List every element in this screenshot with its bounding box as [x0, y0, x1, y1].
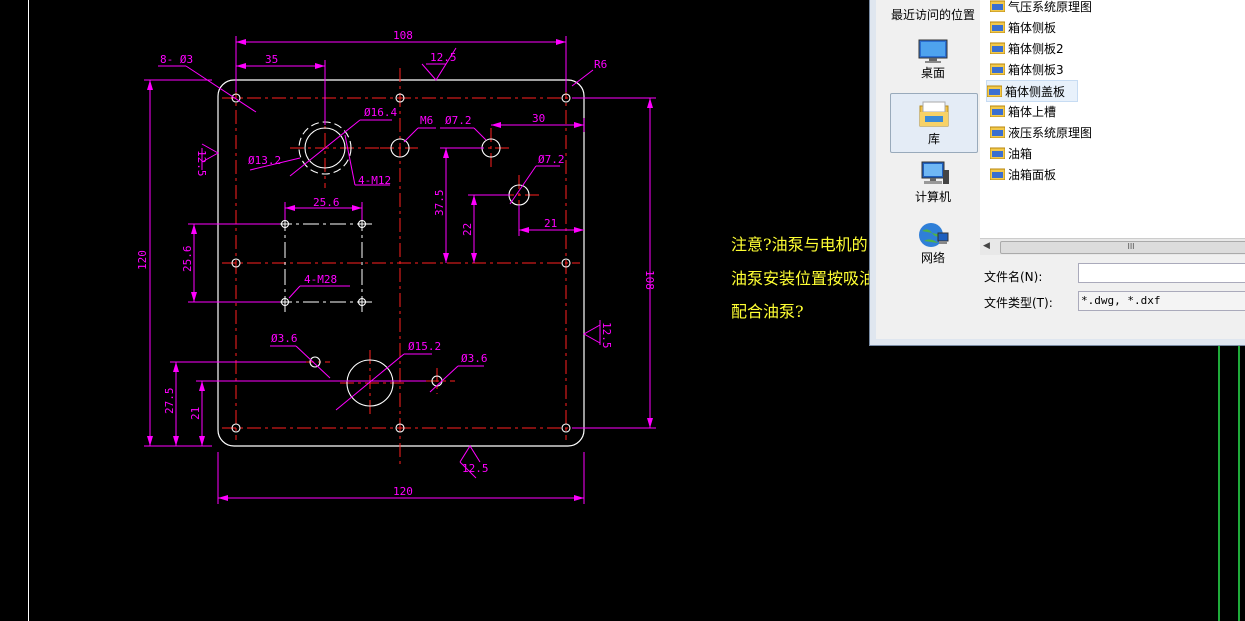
dwg-file-icon: [990, 126, 1005, 138]
dim-35: 35: [265, 53, 278, 66]
computer-icon: [921, 161, 949, 184]
dwg-file-icon: [990, 21, 1005, 33]
dim-8-holes: 8- Ø3: [160, 53, 193, 66]
m8-bolt-pattern: [276, 215, 372, 312]
note-line-2: 油泵安装位置按吸油: [731, 269, 876, 288]
file-item-label: 油箱: [1008, 146, 1033, 161]
place-library-label: 库: [927, 132, 940, 146]
file-item[interactable]: 箱体上槽: [990, 101, 1056, 121]
dim-roughness-bottom: 12.5: [462, 462, 489, 475]
dim-roughness-top: 12.5: [430, 51, 457, 64]
dim-4-m12: 4-M12: [358, 174, 391, 187]
dim-d15-2: Ø15.2: [408, 340, 441, 353]
dim-25-6-h: 25.6: [313, 196, 340, 209]
dwg-file-icon: [990, 168, 1005, 180]
dimension-lines: [144, 36, 656, 504]
file-item-label: 液压系统原理图: [1008, 125, 1093, 140]
note-line-1: 注意?油泵与电机的中: [731, 235, 884, 254]
file-item-label: 箱体侧板2: [1008, 41, 1064, 56]
dim-bottom-width: 120: [393, 485, 413, 498]
file-list[interactable]: 气压系统原理图 箱体侧板 箱体侧板2 箱体侧板3 箱体侧盖板 箱体上槽: [980, 0, 1245, 238]
file-item-label: 油箱面板: [1008, 167, 1057, 182]
dim-roughness-right: 12.5: [600, 322, 613, 349]
file-item-label: 箱体侧板3: [1008, 62, 1064, 77]
dwg-file-icon: [990, 105, 1005, 117]
dim-21-left: 21: [189, 407, 202, 420]
dim-height-120: 120: [136, 250, 149, 270]
dim-height-108: 108: [643, 270, 656, 290]
desktop-icon: [918, 39, 948, 63]
file-item[interactable]: 油箱面板: [990, 164, 1056, 184]
file-item[interactable]: 箱体侧板: [990, 17, 1056, 37]
dwg-file-icon: [990, 147, 1005, 159]
dim-d7-2-right: Ø7.2: [538, 153, 565, 166]
file-item-selected[interactable]: 箱体侧盖板: [986, 80, 1079, 102]
library-icon: [919, 101, 949, 127]
place-computer[interactable]: 计算机: [890, 160, 976, 210]
filename-label: 文件名(N):: [984, 270, 1043, 284]
place-computer-label: 计算机: [914, 190, 951, 204]
file-item-label: 箱体侧盖板: [1005, 84, 1066, 99]
dim-22: 22: [461, 223, 474, 236]
file-item-label: 箱体上槽: [1008, 104, 1057, 119]
dialog-body: 最近访问的位置 桌面 库: [876, 0, 1245, 339]
dim-roughness-left: 12.5: [195, 150, 208, 177]
places-bar: 最近访问的位置 桌面 库: [876, 0, 981, 339]
dim-4-m8: 4-M28: [304, 273, 337, 286]
place-desktop-label: 桌面: [920, 66, 945, 80]
scroll-left-arrow-icon[interactable]: ◀: [983, 241, 990, 251]
dwg-file-icon: [990, 63, 1005, 75]
dwg-file-icon: [990, 42, 1005, 54]
dim-d3-6-right: Ø3.6: [461, 352, 488, 365]
file-item[interactable]: 箱体侧板2: [990, 38, 1064, 58]
dim-27-5: 27.5: [163, 388, 176, 415]
file-list-hscrollbar[interactable]: ◀ III: [980, 238, 1245, 255]
dim-d13-2: Ø13.2: [248, 154, 281, 167]
dim-m6: M6: [420, 114, 433, 127]
dimension-arrows: [147, 39, 653, 501]
note-line-3: 配合油泵?: [731, 302, 804, 321]
dim-d16-4: Ø16.4: [364, 106, 397, 119]
place-network-label: 网络: [920, 251, 945, 265]
file-item-label: 气压系统原理图: [1008, 0, 1093, 14]
network-icon: [919, 223, 949, 247]
dim-25-6-v: 25.6: [181, 246, 194, 273]
filename-input[interactable]: [1078, 263, 1245, 283]
dwg-file-icon: [987, 85, 1002, 97]
filetype-select[interactable]: *.dwg, *.dxf: [1078, 291, 1245, 311]
file-item[interactable]: 箱体侧板3: [990, 59, 1064, 79]
dim-top-width: 108: [393, 29, 413, 42]
file-item[interactable]: 气压系统原理图: [990, 0, 1092, 16]
dim-21-right: 21: [544, 217, 557, 230]
centerlines: [222, 68, 580, 464]
file-item[interactable]: 液压系统原理图: [990, 122, 1092, 142]
dwg-file-icon: [990, 0, 1005, 12]
file-item[interactable]: 油箱: [990, 143, 1032, 163]
dim-37-5: 37.5: [433, 190, 446, 217]
dim-d3-6-left: Ø3.6: [271, 332, 298, 345]
dim-d7-2-top: Ø7.2: [445, 114, 472, 127]
place-desktop[interactable]: 桌面: [890, 38, 976, 88]
file-item-label: 箱体侧板: [1008, 20, 1057, 35]
place-recent[interactable]: 最近访问的位置: [890, 6, 976, 23]
plate-outline: [217, 79, 585, 447]
dim-corner-radius: R6: [594, 58, 607, 71]
scroll-thumb[interactable]: III: [1000, 241, 1245, 254]
dim-30: 30: [532, 112, 545, 125]
place-library[interactable]: 库: [890, 93, 978, 153]
file-open-dialog: 最近访问的位置 桌面 库: [869, 0, 1245, 346]
place-network[interactable]: 网络: [890, 221, 976, 271]
place-recent-label: 最近访问的位置: [890, 8, 975, 22]
filetype-label: 文件类型(T):: [984, 296, 1053, 310]
